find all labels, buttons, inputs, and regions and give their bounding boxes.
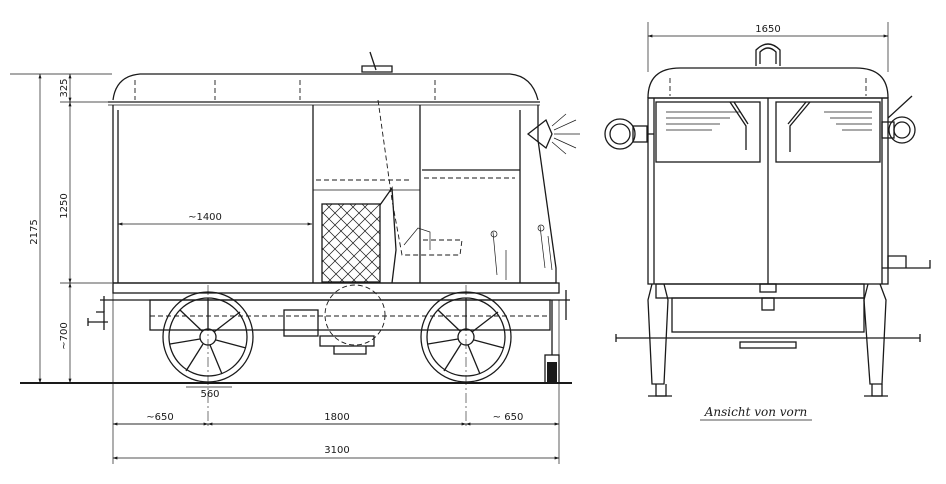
dim-roof-height: 325 <box>59 78 70 97</box>
dim-overhang-right: ~ 650 <box>493 412 524 423</box>
dim-wheel-diameter: 560 <box>200 389 219 400</box>
seat-crosshatch <box>321 203 381 283</box>
window-right <box>775 101 881 163</box>
dim-floor-height: ~700 <box>59 322 70 349</box>
dim-overhang-left: ~650 <box>146 412 173 423</box>
dim-interior-length: ~1400 <box>188 212 222 223</box>
front-view: 1650 <box>604 22 931 421</box>
dim-width: 1650 <box>755 24 780 35</box>
roof <box>112 73 539 101</box>
leg-right <box>863 283 888 397</box>
side-view: 2175 325 1250 ~700 ~1400 560 ~650 1800 ~… <box>10 51 580 464</box>
dim-wheelbase: 1800 <box>324 412 349 423</box>
dim-body-height: 1250 <box>59 193 70 218</box>
leg-left <box>647 283 672 397</box>
engine-housing <box>324 284 386 346</box>
roof-lever <box>369 51 377 71</box>
dim-overall-length: 3100 <box>324 445 349 456</box>
front-view-caption: Ansicht von vorn <box>704 405 808 419</box>
headlamp-left <box>604 118 654 150</box>
front-roof <box>647 67 889 99</box>
headlamp-right <box>881 95 916 144</box>
roof-handle <box>755 43 781 66</box>
window-left <box>655 101 761 163</box>
frame <box>112 282 560 294</box>
dim-height-total: 2175 <box>29 219 40 244</box>
wiper-right <box>787 101 811 152</box>
wiper-left <box>729 101 749 150</box>
headlamp-side <box>526 118 553 150</box>
body-outline <box>112 105 557 284</box>
